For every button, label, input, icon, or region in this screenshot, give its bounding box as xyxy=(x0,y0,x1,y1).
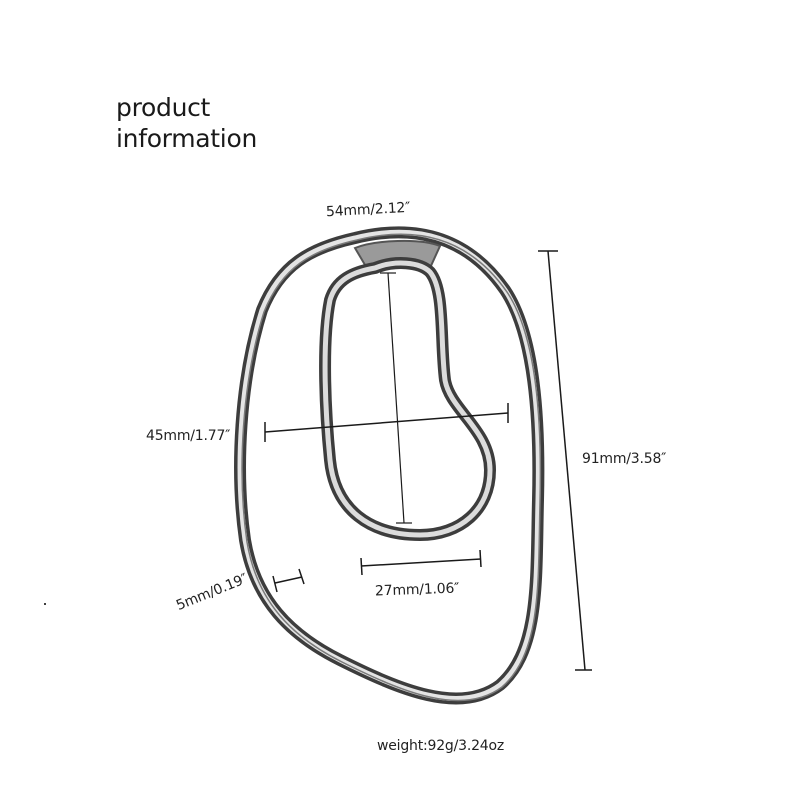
inner-width-label: 45mm/1.77″ xyxy=(146,428,231,444)
dimension-lines xyxy=(264,250,592,671)
bottom-width-label: 27mm/1.06″ xyxy=(374,580,460,600)
weight-label: weight:92g/3.24oz xyxy=(377,738,505,754)
total-height-label: 91mm/3.58″ xyxy=(582,451,667,467)
inner-loop xyxy=(319,257,497,542)
page-title: product information xyxy=(116,92,257,154)
title-line-1: product xyxy=(116,93,211,122)
title-line-2: information xyxy=(116,124,257,153)
speck xyxy=(44,603,46,605)
outer-ring xyxy=(234,226,545,705)
